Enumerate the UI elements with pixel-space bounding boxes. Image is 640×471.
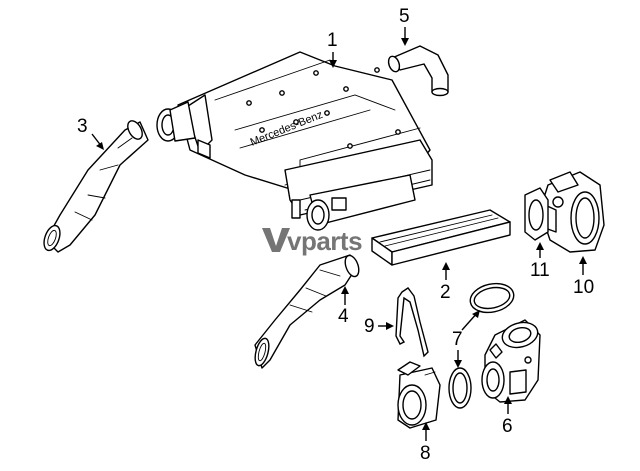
air-filter-element	[371, 209, 511, 266]
intake-duct-lower	[254, 254, 360, 369]
callout-5: 5	[399, 6, 410, 46]
callout-1-label: 1	[327, 30, 338, 51]
callout-6-label: 6	[502, 416, 513, 437]
callout-10-label: 10	[573, 277, 594, 298]
callout-8: 8	[420, 422, 431, 464]
callout-3: 3	[77, 116, 104, 150]
callout-2: 2	[440, 262, 451, 303]
callout-9: 9	[364, 316, 394, 337]
callout-2-label: 2	[440, 282, 451, 303]
watermark-text: vparts	[287, 226, 362, 256]
callout-5-label: 5	[399, 6, 410, 27]
callout-9-label: 9	[364, 316, 375, 337]
air-cleaner-housing: Mercedes-Benz	[156, 51, 433, 231]
throttle-gasket	[524, 187, 549, 241]
callout-11-label: 11	[530, 260, 550, 281]
callout-4: 4	[338, 286, 349, 327]
callout-7: 7	[452, 310, 480, 368]
callout-6: 6	[502, 396, 513, 437]
callout-10: 10	[573, 256, 594, 298]
callout-4-label: 4	[338, 306, 349, 327]
callout-8-label: 8	[420, 443, 431, 464]
mass-air-flow-sensor	[397, 361, 441, 429]
adapter-housing	[481, 319, 541, 403]
seal-rings	[448, 282, 515, 409]
callout-3-label: 3	[77, 116, 88, 137]
intake-duct-upper	[43, 120, 149, 253]
callout-11: 11	[530, 242, 550, 281]
gasket	[395, 287, 429, 358]
throttle-body	[539, 171, 605, 253]
callout-7-label: 7	[452, 329, 463, 350]
breather-hose	[387, 45, 449, 97]
watermark: vparts	[262, 226, 363, 256]
callout-1: 1	[327, 30, 338, 68]
